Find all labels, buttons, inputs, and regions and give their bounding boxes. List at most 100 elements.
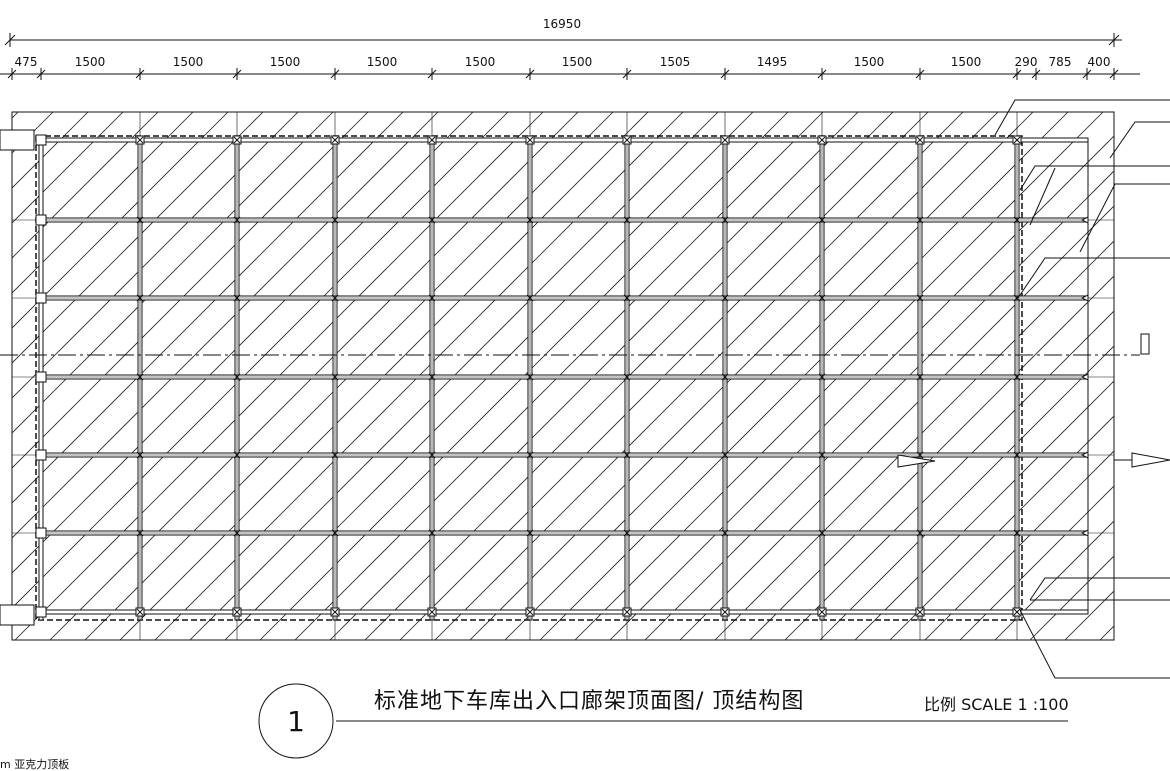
beam-node [622, 135, 632, 145]
overall-dimension: 16950 [4, 17, 1122, 47]
hatch-line [12, 112, 89, 189]
beam-node [916, 373, 924, 381]
hatch-line [189, 112, 719, 640]
beam-node [331, 451, 339, 459]
beam-node [817, 135, 827, 145]
drawing-title: 标准地下车库出入口廊架顶面图/ 顶结构图 [374, 689, 804, 714]
beam-node [916, 529, 924, 537]
segment-label: 400 [1088, 55, 1111, 69]
horizontal-beam [35, 137, 1089, 143]
dimension-slash [135, 69, 145, 79]
beam-node [428, 529, 436, 537]
beam-node [818, 529, 826, 537]
segment-label: 290 [1015, 55, 1038, 69]
hatch-line [294, 112, 824, 640]
hatch-line [434, 112, 964, 640]
segment-label: 1500 [951, 55, 982, 69]
beam-node [1012, 607, 1022, 617]
leader-line [1029, 167, 1056, 226]
hatch-line [14, 112, 544, 640]
beam-node [915, 607, 925, 617]
roof-plan [0, 111, 1170, 641]
beam-node [1012, 135, 1022, 145]
hatch-line [12, 112, 509, 609]
hatch-line [539, 112, 1069, 640]
hatch-line [12, 112, 124, 224]
hatch-line [994, 520, 1114, 640]
dimension-slash [36, 69, 46, 79]
beam-node [915, 135, 925, 145]
dimension-slash [7, 69, 17, 79]
beam-node [526, 373, 534, 381]
beam-node [428, 373, 436, 381]
beam-node [817, 607, 827, 617]
hatch-line [854, 380, 1114, 640]
detail-circle [258, 683, 334, 759]
beam-node [232, 607, 242, 617]
title-block: 1 标准地下车库出入口廊架顶面图/ 顶结构图 比例 SCALE 1 :100 [258, 683, 1069, 759]
leader-line [1109, 121, 1170, 159]
beam-node [233, 451, 241, 459]
segment-label: 785 [1049, 55, 1072, 69]
beam-node [623, 216, 631, 224]
beam-node [136, 294, 144, 302]
detail-number: 1 [287, 705, 305, 738]
hatch-line [12, 112, 194, 294]
hatch-line [12, 112, 334, 434]
beam-node [135, 607, 145, 617]
hatch-line [12, 112, 369, 469]
horizontal-beam [35, 609, 1089, 615]
beam-node [331, 294, 339, 302]
hatch-line [784, 310, 1114, 640]
beam-node [1013, 451, 1021, 459]
edge-marker [1080, 373, 1089, 381]
beam-node [916, 216, 924, 224]
beam-node [330, 135, 340, 145]
hatch-line [12, 112, 54, 154]
edge-marker [1080, 529, 1089, 537]
slope-arrow-inner [897, 454, 936, 468]
roof-outline [11, 111, 1115, 641]
beam-node [818, 294, 826, 302]
beam-node [623, 294, 631, 302]
hatch-line [924, 450, 1114, 640]
dimension-slash [1012, 69, 1022, 79]
wall-stub-bottom [0, 604, 35, 626]
hatch-line [714, 240, 1114, 640]
beam-node [526, 216, 534, 224]
hatch-line [609, 135, 1114, 640]
leader-line [1017, 257, 1170, 299]
segment-label: 1500 [270, 55, 301, 69]
beam-node [623, 373, 631, 381]
base-plate [35, 449, 47, 461]
segment-ticks [7, 68, 1119, 80]
leader-line [1019, 609, 1170, 679]
beam-node [232, 135, 242, 145]
beam-node [427, 135, 437, 145]
hatch-line [574, 112, 1104, 640]
segment-label: 1495 [757, 55, 788, 69]
hatch-line [224, 112, 754, 640]
hatch-line [12, 112, 264, 364]
dimension-slash [720, 69, 730, 79]
base-plate [35, 527, 47, 539]
beam-node [233, 529, 241, 537]
hatch-line [1029, 555, 1114, 640]
beam-node [720, 607, 730, 617]
scale-label: 比例 SCALE 1 :100 [924, 695, 1069, 714]
beam-node [427, 607, 437, 617]
beam-node [331, 529, 339, 537]
hatch-line [959, 485, 1114, 640]
beam-node [331, 373, 339, 381]
hatch-line [504, 112, 1034, 640]
beam-node [622, 607, 632, 617]
segment-label: 1505 [660, 55, 691, 69]
beam-node [233, 294, 241, 302]
beam-node [330, 607, 340, 617]
beam-node [1013, 216, 1021, 224]
hatch-line [749, 275, 1114, 640]
hatch-line [12, 112, 474, 574]
hatch-line [12, 112, 299, 399]
beam-node [1013, 373, 1021, 381]
hatch-line [259, 112, 789, 640]
